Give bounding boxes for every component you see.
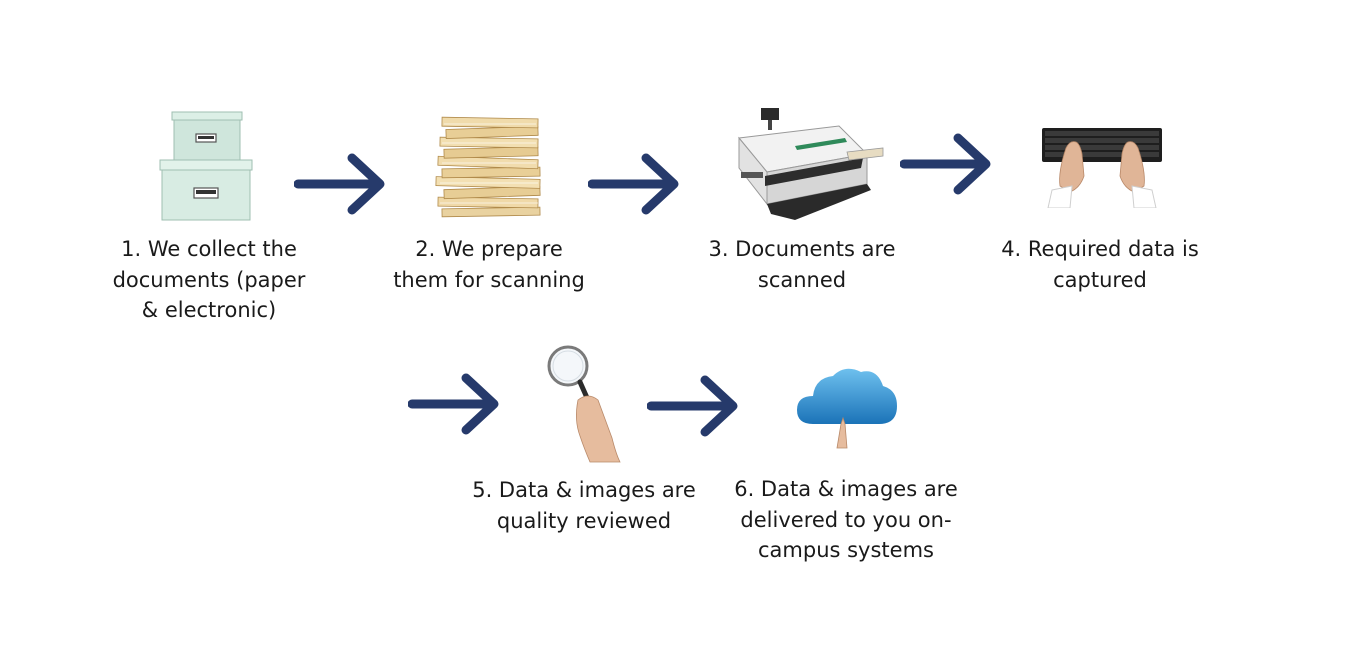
step-3-label: 3. Documents are scanned — [708, 237, 896, 292]
step-2-label: 2. We prepare them for scanning — [393, 237, 585, 292]
step-1-label: 1. We collect the documents (paper & ele… — [112, 237, 306, 322]
keyboard-typing-icon — [1042, 128, 1162, 208]
step-5-label: 5. Data & images are quality reviewed — [472, 478, 696, 533]
paper-stack-icon — [435, 116, 541, 218]
scanner-machine-icon — [738, 108, 884, 220]
step-6-label: 6. Data & images are delivered to you on… — [734, 477, 958, 562]
arrow-5-to-6 — [647, 375, 738, 437]
step-4-label: 4. Required data is captured — [1001, 237, 1199, 292]
arrow-3-to-4 — [900, 133, 991, 195]
arrow-2-to-3 — [588, 153, 679, 215]
arrow-1-to-2 — [294, 153, 385, 215]
cloud-icon — [797, 368, 897, 449]
file-boxes-icon — [159, 111, 253, 221]
magnifying-glass-icon — [547, 345, 621, 463]
arrow-to-5 — [408, 373, 499, 435]
